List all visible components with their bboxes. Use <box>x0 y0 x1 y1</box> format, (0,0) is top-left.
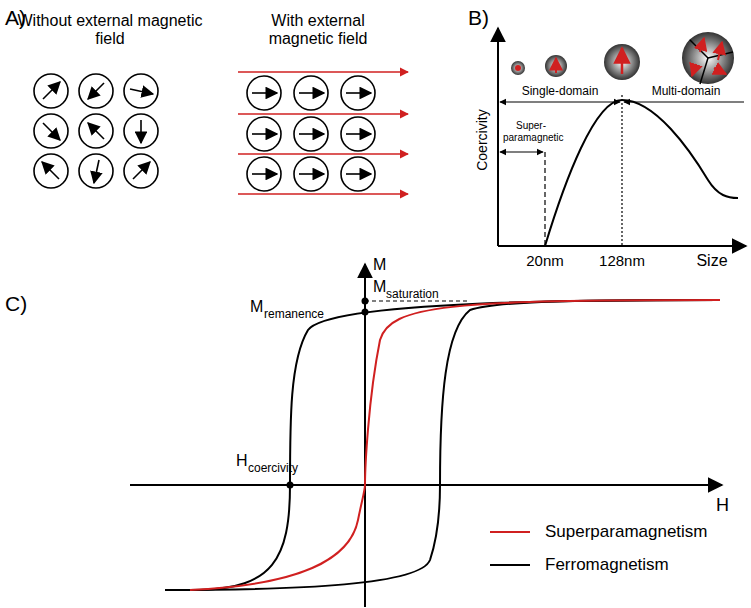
panel-title: With external magnetic field <box>238 12 398 49</box>
aligned-moments <box>247 76 375 191</box>
legend-text: Ferromagnetism <box>545 555 669 575</box>
panel-title: Without external magnetic field <box>15 12 205 49</box>
panel-letter: C) <box>5 292 27 316</box>
legend-text: Superparamagnetism <box>545 522 708 542</box>
point-subscript: coercivity <box>248 462 298 476</box>
particles <box>511 32 734 84</box>
range-label: Single-domain <box>522 85 599 99</box>
range-label: Super- paramagnetic <box>503 120 559 143</box>
point-subscript: remanence <box>264 308 324 322</box>
legend-sample <box>490 531 530 533</box>
range-label: Multi-domain <box>652 85 721 99</box>
axis-label: H <box>716 495 729 516</box>
point-label: M <box>250 298 263 316</box>
axis-label: Size <box>696 252 727 270</box>
point-label: H <box>236 452 248 470</box>
field-lines <box>238 72 408 194</box>
panel-letter: B) <box>468 6 489 30</box>
point-subscript: saturation <box>386 288 439 302</box>
tick-label: 128nm <box>599 252 645 269</box>
hysteresis-plot <box>130 264 722 607</box>
legend-sample <box>490 564 530 566</box>
random-moments <box>34 74 158 188</box>
point-label: M <box>373 278 386 296</box>
axis-label: M <box>373 256 386 274</box>
coercivity-plot <box>498 28 746 246</box>
axis-label: Coercivity <box>474 109 490 170</box>
tick-label: 20nm <box>526 252 564 269</box>
